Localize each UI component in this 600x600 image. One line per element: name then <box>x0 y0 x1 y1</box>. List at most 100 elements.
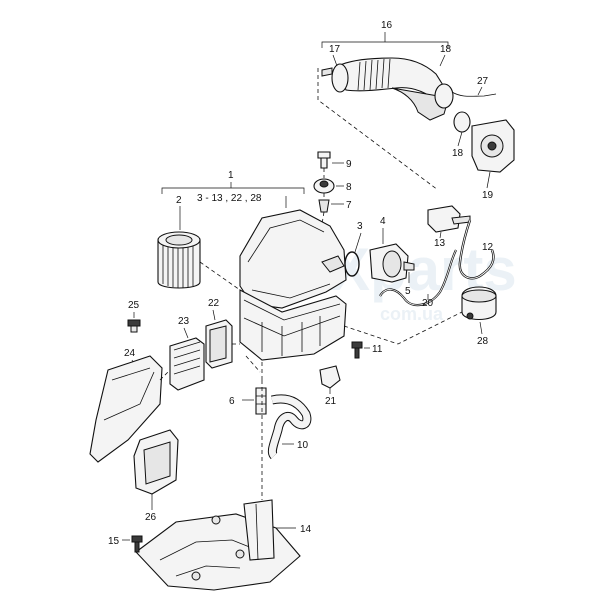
clip-21 <box>319 365 341 389</box>
throttle-shaft <box>487 141 497 151</box>
maf-sensor-group: 3 4 5 <box>344 216 415 297</box>
vacuum-components: 13 12 20 28 <box>343 205 497 347</box>
label-13: 13 <box>434 238 446 249</box>
lead-3 <box>354 232 362 253</box>
label-2: 2 <box>176 195 182 206</box>
label-22: 22 <box>208 298 220 309</box>
air-duct-24 <box>89 355 163 463</box>
housing-lower <box>239 289 347 361</box>
label-28: 28 <box>477 336 489 347</box>
bellows-ribs <box>173 341 201 375</box>
label-18a: 18 <box>440 44 452 55</box>
valve-nipple <box>451 215 471 225</box>
lid-outlet <box>321 255 345 273</box>
lead-18b <box>457 131 463 147</box>
label-27: 27 <box>477 76 489 87</box>
bolt-11 <box>351 341 363 359</box>
label-15: 15 <box>108 536 120 547</box>
clamp-17 <box>331 63 349 93</box>
label-18b: 18 <box>452 148 464 159</box>
lead-19 <box>486 171 491 189</box>
clamp-18-lower <box>453 111 471 133</box>
label-9: 9 <box>346 159 352 170</box>
bracket-line-1 <box>161 187 305 194</box>
bolt-15 <box>131 535 143 553</box>
hose-12-core <box>459 219 494 279</box>
label-24: 24 <box>124 348 136 359</box>
drain-group: 6 10 <box>229 387 312 460</box>
bolt-9 <box>317 151 331 169</box>
bracket-14 <box>243 499 275 561</box>
label-3: 3 <box>357 221 363 232</box>
dash-duct <box>159 343 240 381</box>
label-8: 8 <box>346 182 352 193</box>
diaphragm-port <box>466 312 474 320</box>
screw-25-shank <box>130 325 138 333</box>
label-1: 1 <box>228 170 234 181</box>
drain-valve-bands <box>256 395 266 405</box>
label-4: 4 <box>380 216 386 227</box>
diaphragm-top <box>461 289 497 303</box>
lead-28 <box>479 321 483 335</box>
label-6: 6 <box>229 396 235 407</box>
dash-housing <box>245 355 263 382</box>
label-17: 17 <box>329 44 341 55</box>
grommet-8-hole <box>319 180 329 188</box>
label-25: 25 <box>128 300 140 311</box>
label-14: 14 <box>300 524 312 535</box>
filter-top-inner <box>165 234 193 246</box>
screw-25 <box>127 319 141 327</box>
label-7: 7 <box>346 200 352 211</box>
bracket-1: 1 3 - 13 , 22 , 28 <box>161 170 305 208</box>
label-19: 19 <box>482 190 494 201</box>
undertray-group: 14 15 <box>108 380 312 591</box>
label-12: 12 <box>482 242 494 253</box>
wire-27 <box>451 91 497 97</box>
label-26: 26 <box>145 512 157 523</box>
bracket-14-edge <box>255 503 259 561</box>
label-1-range: 3 - 13 , 22 , 28 <box>197 193 262 204</box>
undertray-hole-2 <box>191 571 201 581</box>
lead-22 <box>212 309 216 321</box>
lead-27 <box>477 86 483 96</box>
label-5: 5 <box>405 286 411 297</box>
seal-ring <box>344 251 360 277</box>
dash-filter <box>199 261 241 291</box>
watermark-sub: com.ua <box>380 304 444 324</box>
lead-18a <box>439 54 446 67</box>
lead-23 <box>183 327 189 339</box>
undertray-plate <box>135 513 301 591</box>
housing-ribs <box>243 299 341 356</box>
dash-fasteners <box>321 168 325 225</box>
hose-ribs <box>357 58 391 91</box>
pipe-20-core <box>379 249 457 306</box>
clamp-screw <box>321 67 333 77</box>
intake-hose-assembly: 16 17 18 27 18 19 <box>317 20 515 201</box>
clamp-18-upper <box>434 83 454 109</box>
fasteners-7-8-9: 9 8 7 <box>313 151 352 225</box>
duct-24-contours <box>103 367 155 421</box>
maf-bore <box>382 250 402 278</box>
lead-17 <box>332 54 338 67</box>
lead-13 <box>439 231 442 239</box>
label-16: 16 <box>381 20 393 31</box>
solenoid-valve-13 <box>427 205 461 233</box>
label-20: 20 <box>422 298 434 309</box>
air-filter-element: 2 <box>157 195 241 291</box>
undertray-contours <box>159 539 263 577</box>
label-11: 11 <box>372 344 383 355</box>
bushing-7 <box>318 199 330 213</box>
lid-contours <box>247 219 331 299</box>
undertray-hole-3 <box>235 549 245 559</box>
drain-valve-6 <box>255 387 267 415</box>
drain-hose-10 <box>268 395 311 459</box>
air-filter-housing <box>239 209 347 382</box>
undertray-hole-1 <box>211 515 221 525</box>
intake-duct-group: 22 23 25 24 26 <box>89 298 240 523</box>
dash-line-hose <box>317 68 439 191</box>
scoop-26-inner <box>143 441 171 485</box>
label-21: 21 <box>325 396 337 407</box>
fasteners-11-21: 11 21 <box>319 341 383 407</box>
label-10: 10 <box>297 440 309 451</box>
